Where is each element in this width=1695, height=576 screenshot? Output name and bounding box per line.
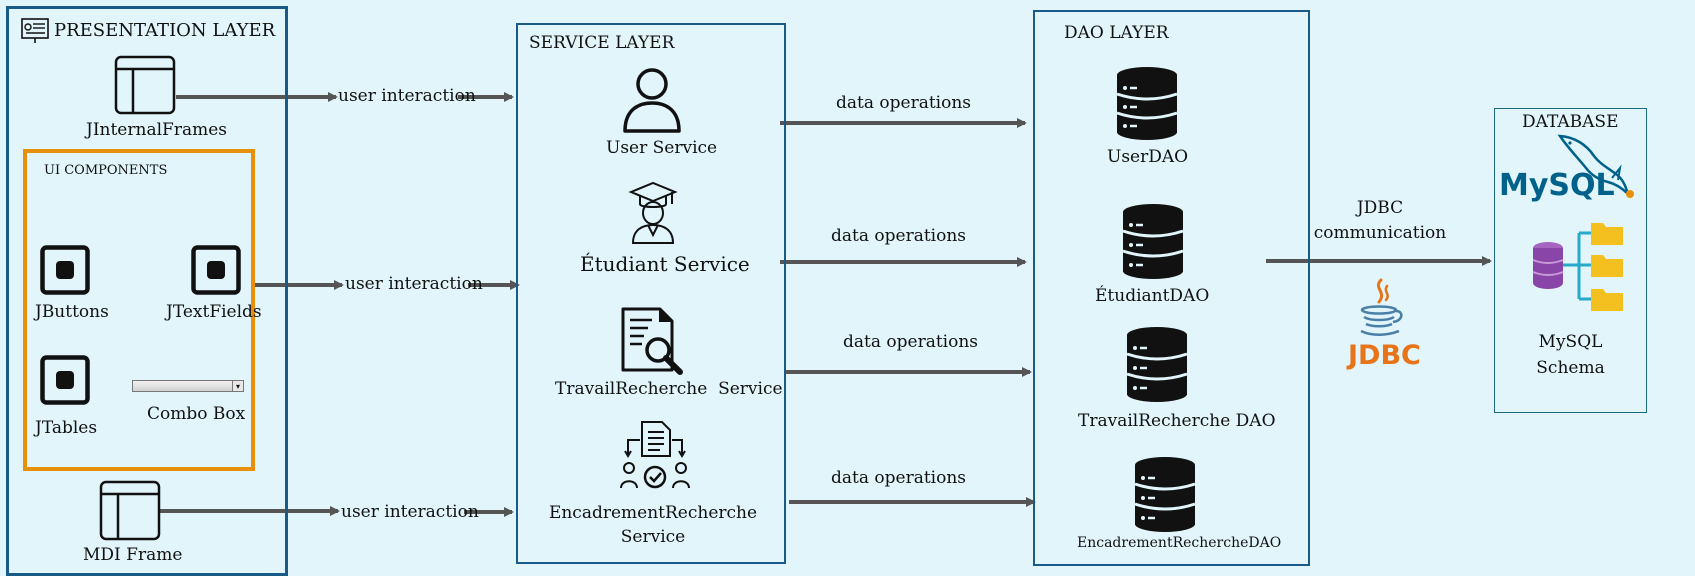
mysql-schema-label-line2: Schema bbox=[1536, 358, 1605, 378]
user-interaction-label-3: user interaction bbox=[341, 502, 479, 522]
jdbc-communication-label-line1: JDBC bbox=[1356, 198, 1404, 218]
combo-box-dropdown-icon[interactable]: ▾ bbox=[232, 380, 244, 392]
mysql-schema-icon bbox=[1532, 223, 1623, 311]
mysql-schema-label-line1: MySQL bbox=[1538, 332, 1603, 352]
user-service-label: User Service bbox=[606, 138, 718, 158]
jbuttons-label: JButtons bbox=[35, 302, 109, 322]
travail-service-label: TravailRecherche Service bbox=[555, 379, 783, 399]
mysql-registered-mark bbox=[1626, 190, 1634, 198]
dao-layer-title: DAO LAYER bbox=[1064, 23, 1169, 43]
jdbc-logo-text: JDBC bbox=[1348, 340, 1421, 371]
jbuttons-icon bbox=[40, 245, 90, 295]
java-cup-icon bbox=[1360, 278, 1403, 336]
data-operations-label-3: data operations bbox=[843, 332, 979, 352]
service-layer-title: SERVICE LAYER bbox=[529, 33, 675, 53]
etudiant-dao-label: ÉtudiantDAO bbox=[1095, 286, 1210, 306]
mysql-dolphin-icon bbox=[1557, 134, 1630, 195]
encadrement-dao-label: EncadrementRechercheDAO bbox=[1077, 535, 1282, 551]
ui-components-title: UI COMPONENTS bbox=[44, 163, 168, 178]
jdbc-communication-label-line2: communication bbox=[1313, 223, 1447, 243]
user-dao-database-icon bbox=[1116, 67, 1178, 140]
mdi-frame-icon bbox=[99, 480, 161, 541]
etudiant-dao-database-icon bbox=[1122, 204, 1184, 279]
user-dao-label: UserDAO bbox=[1107, 147, 1189, 167]
mdi-frame-label: MDI Frame bbox=[83, 545, 183, 565]
supervision-icon bbox=[620, 421, 690, 489]
internal-frame-icon bbox=[114, 55, 176, 115]
encadrement-service-label-line1: EncadrementRecherche bbox=[548, 503, 758, 523]
user-icon bbox=[623, 68, 681, 133]
mysql-logo-text: MySQL bbox=[1499, 168, 1615, 203]
combo-box-widget[interactable] bbox=[132, 380, 244, 392]
data-operations-label-1: data operations bbox=[836, 93, 972, 113]
dao-layer bbox=[1033, 10, 1310, 566]
research-document-icon bbox=[621, 307, 683, 375]
database-panel bbox=[1494, 108, 1647, 413]
graduate-student-icon bbox=[628, 181, 678, 244]
jtextfields-icon bbox=[191, 245, 241, 295]
internal-frames-label: JInternalFrames bbox=[86, 120, 227, 140]
data-operations-label-2: data operations bbox=[831, 226, 967, 246]
service-layer bbox=[516, 23, 786, 564]
jtextfields-label: JTextFields bbox=[166, 302, 262, 322]
encadrement-service-label-line2: Service bbox=[620, 527, 686, 547]
presentation-icon bbox=[21, 18, 49, 43]
database-title: DATABASE bbox=[1522, 112, 1619, 132]
etudiant-service-label: Étudiant Service bbox=[580, 252, 750, 276]
user-interaction-label-1: user interaction bbox=[338, 86, 476, 106]
data-operations-label-4: data operations bbox=[831, 468, 967, 488]
presentation-layer-title: PRESENTATION LAYER bbox=[54, 20, 276, 41]
jtables-label: JTables bbox=[35, 418, 98, 438]
travail-dao-database-icon bbox=[1126, 327, 1188, 402]
ui-components-group bbox=[23, 149, 255, 471]
jtables-icon bbox=[40, 355, 90, 405]
user-interaction-label-2: user interaction bbox=[345, 274, 483, 294]
combo-box-label: Combo Box bbox=[147, 404, 246, 424]
encadrement-dao-database-icon bbox=[1134, 457, 1196, 532]
travail-dao-label: TravailRecherche DAO bbox=[1078, 411, 1276, 431]
